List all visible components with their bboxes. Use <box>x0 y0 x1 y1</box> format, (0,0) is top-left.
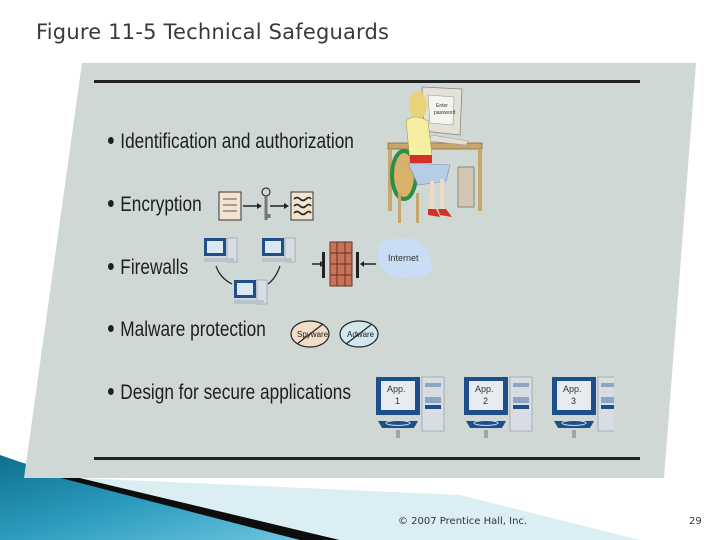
top-rule <box>94 80 640 83</box>
plaintext-document-icon <box>218 191 242 221</box>
firewall-brick-icon <box>329 241 353 287</box>
svg-text:Spyware: Spyware <box>297 330 329 339</box>
bullet-dot <box>108 262 114 270</box>
network-computer-icon <box>262 237 296 263</box>
bullet-dot <box>108 199 114 207</box>
malware-protection-illustration: Spyware Adware <box>290 320 379 348</box>
bullet-label: Encryption <box>120 193 202 216</box>
bullet-label: Design for secure applications <box>120 381 351 404</box>
network-computer-icon <box>204 237 238 263</box>
page-number: 29 <box>689 516 702 527</box>
no-adware-icon: Adware <box>339 320 379 348</box>
bullet-malware: Malware protection <box>108 318 266 342</box>
bullet-dot <box>108 324 114 332</box>
slide-title: Figure 11-5 Technical Safeguards <box>36 20 390 44</box>
copyright-footer: © 2007 Prentice Hall, Inc. <box>398 516 528 527</box>
login-screen-text: Enter <box>436 103 448 109</box>
bullet-identification: Identification and authorization <box>108 130 354 154</box>
bullet-secure-apps: Design for secure applications <box>108 381 351 405</box>
no-spyware-icon: Spyware <box>290 320 330 348</box>
app-computer-icon: App. 2 <box>464 376 533 438</box>
svg-text:App.: App. <box>475 384 494 394</box>
secure-apps-illustration: App. 1 App. 2 App. 3 <box>376 376 614 438</box>
bullet-label: Malware protection <box>120 318 266 341</box>
bullet-label: Identification and authorization <box>120 130 354 153</box>
app-computer-icon: App. 3 <box>552 376 614 438</box>
svg-text:App.: App. <box>387 384 406 394</box>
bullet-dot <box>108 136 114 144</box>
firewall-network-illustration: Internet <box>204 237 432 305</box>
svg-text:App.: App. <box>563 384 582 394</box>
svg-text:3: 3 <box>571 396 576 406</box>
bullet-dot <box>108 387 114 395</box>
user-at-computer-illustration: Enter password <box>387 86 483 223</box>
svg-text:2: 2 <box>483 396 488 406</box>
internet-cloud-icon: Internet <box>378 238 432 278</box>
network-computer-icon <box>234 279 268 305</box>
bullet-label: Firewalls <box>120 256 189 279</box>
bullet-firewalls: Firewalls <box>108 256 188 280</box>
key-icon <box>261 187 271 197</box>
internet-label: Internet <box>388 253 419 263</box>
app-computer-icon: App. 1 <box>376 376 445 438</box>
bullet-encryption: Encryption <box>108 193 202 217</box>
svg-text:1: 1 <box>395 396 400 406</box>
ciphertext-document-icon <box>290 191 314 221</box>
svg-text:password: password <box>434 110 456 116</box>
svg-text:Adware: Adware <box>347 330 375 339</box>
bottom-rule <box>94 457 640 460</box>
encryption-illustration <box>218 187 314 221</box>
